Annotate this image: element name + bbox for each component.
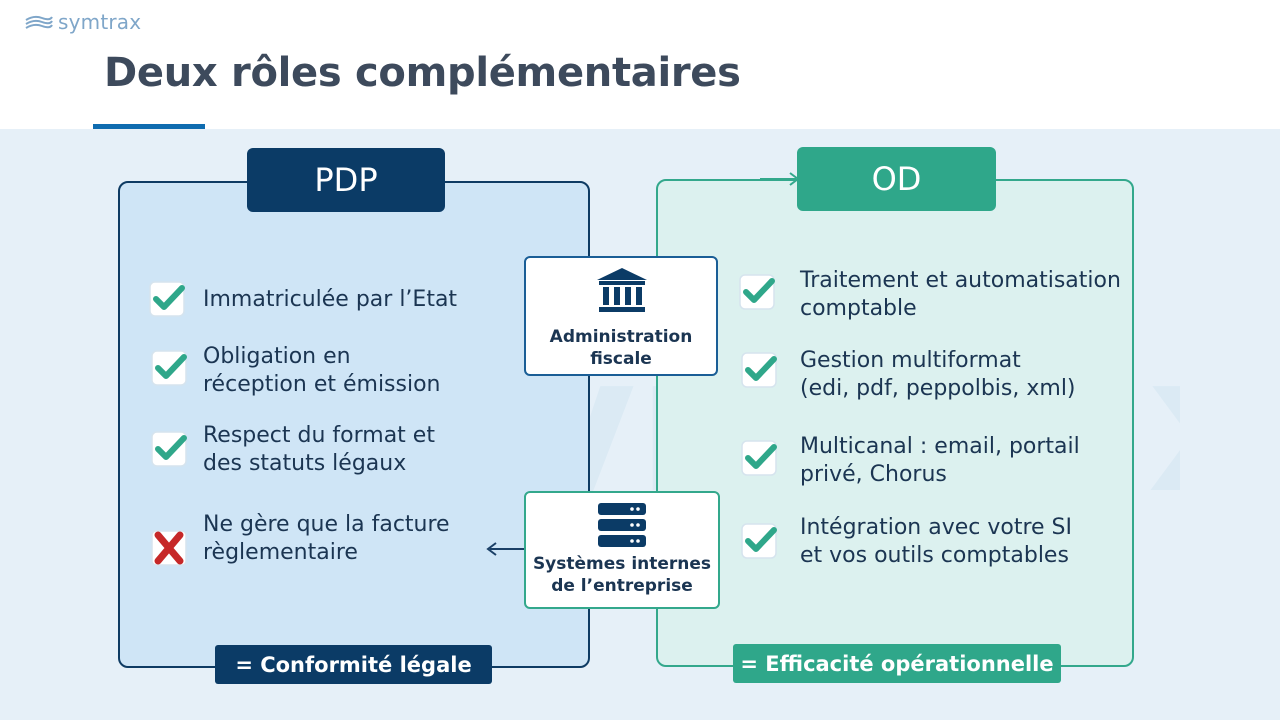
pdp-heading: PDP bbox=[247, 148, 445, 212]
pdp-item: Respect du format et des statuts légaux bbox=[150, 422, 435, 478]
od-heading: OD bbox=[797, 147, 996, 211]
od-item-line: privé, Chorus bbox=[800, 462, 947, 487]
check-icon bbox=[151, 431, 187, 467]
check-icon bbox=[149, 281, 185, 317]
pdp-footer: = Conformité légale bbox=[215, 645, 492, 684]
pdp-item-line: Respect du format et bbox=[203, 423, 435, 448]
pdp-item-line: Obligation en bbox=[203, 344, 351, 369]
pdp-item-line: règlementaire bbox=[203, 540, 358, 565]
check-icon bbox=[739, 274, 775, 310]
admin-label-line: Administration bbox=[549, 327, 693, 347]
page-title: Deux rôles complémentaires bbox=[104, 50, 741, 96]
symtrax-logo: symtrax bbox=[24, 10, 141, 34]
od-item-line: Traitement et automatisation bbox=[800, 268, 1121, 293]
od-panel bbox=[656, 179, 1134, 667]
pdp-item: Obligation en réception et émission bbox=[150, 343, 441, 399]
check-icon bbox=[741, 440, 777, 476]
cross-icon bbox=[151, 530, 187, 566]
systems-label-line: de l’entreprise bbox=[551, 576, 693, 596]
od-item: Traitement et automatisation comptable bbox=[738, 267, 1121, 323]
administration-fiscale-box: Administration fiscale bbox=[524, 256, 718, 376]
od-item: Intégration avec votre SI et vos outils … bbox=[740, 514, 1072, 570]
pdp-item: Ne gère que la facture règlementaire bbox=[150, 511, 450, 567]
check-icon bbox=[151, 350, 187, 386]
admin-label-line: fiscale bbox=[590, 349, 652, 369]
check-icon bbox=[741, 352, 777, 388]
server-stack-icon bbox=[598, 503, 646, 547]
systems-label-line: Systèmes internes bbox=[532, 554, 712, 574]
od-item-line: comptable bbox=[800, 296, 917, 321]
od-item-line: Gestion multiformat bbox=[800, 348, 1021, 373]
bank-building-icon bbox=[597, 268, 647, 312]
pdp-item-line: réception et émission bbox=[203, 372, 441, 397]
logo-waves-icon bbox=[25, 15, 53, 29]
od-footer: = Efficacité opérationnelle bbox=[733, 644, 1061, 683]
od-item-line: Multicanal : email, portail bbox=[800, 434, 1080, 459]
check-icon bbox=[741, 523, 777, 559]
logo-text: symtrax bbox=[58, 10, 142, 34]
pdp-item-line: Immatriculée par l’Etat bbox=[203, 287, 458, 312]
systemes-internes-box: Systèmes internes de l’entreprise bbox=[524, 491, 720, 609]
od-item: Gestion multiformat (edi, pdf, peppolbis… bbox=[740, 347, 1076, 403]
od-item-line: (edi, pdf, peppolbis, xml) bbox=[800, 376, 1076, 401]
arrow-to-pdp bbox=[486, 542, 524, 556]
od-item-line: Intégration avec votre SI bbox=[800, 515, 1072, 540]
title-underline bbox=[93, 124, 205, 129]
pdp-item-line: Ne gère que la facture bbox=[203, 512, 450, 537]
pdp-item-line: des statuts légaux bbox=[203, 451, 407, 476]
od-item: Multicanal : email, portail privé, Choru… bbox=[740, 433, 1080, 489]
pdp-panel bbox=[118, 181, 590, 668]
od-item-line: et vos outils comptables bbox=[800, 543, 1069, 568]
pdp-item: Immatriculée par l’Etat bbox=[148, 280, 458, 317]
